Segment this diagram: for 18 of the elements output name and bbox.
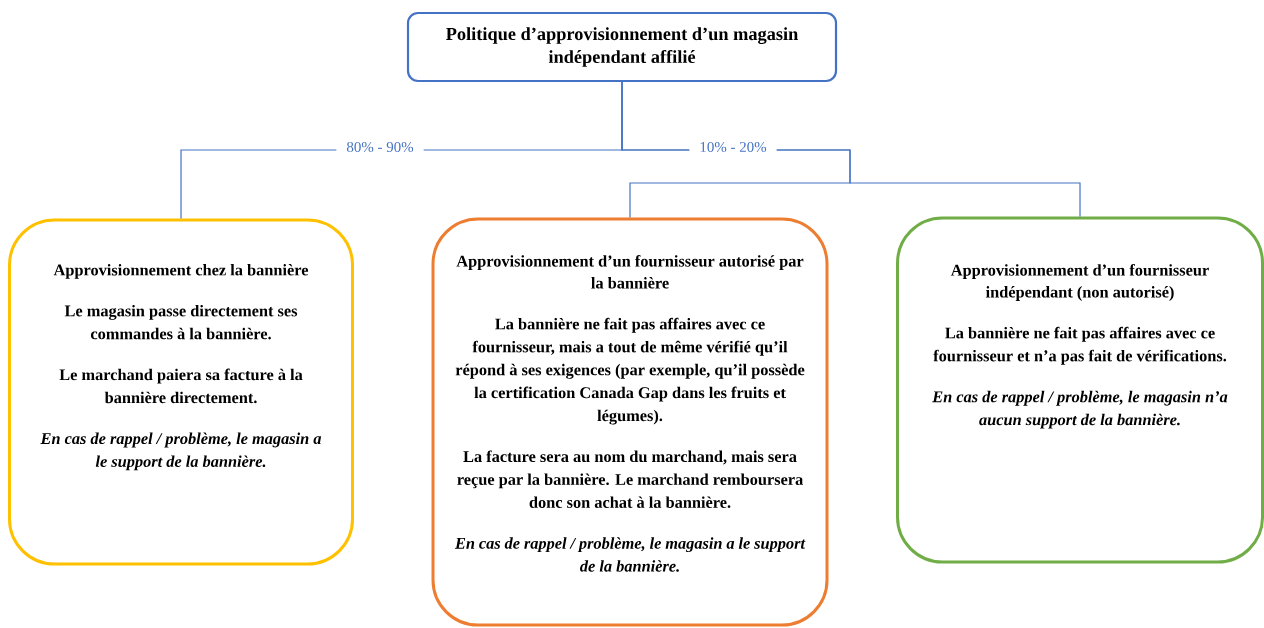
branch-box	[431, 217, 829, 627]
box-heading: Approvisionnement d’un fournisseur autorisé par la bannière	[456, 255, 804, 289]
box-text: La bannière ne fait pas affaires avec ce fournisseur, mais a tout de même vérifié qu’il répond à ses exigences (par exemple, qu’il possède la certification Canada Gap dans les fruits et légumes).	[455, 317, 805, 425]
branch-box	[8, 218, 354, 566]
note-text: En cas de rappel / problème, le magasin n’a aucun support de la bannière.	[932, 390, 1228, 429]
title-text: Politique d’approvisionnement d’un magasin indépendant affilié	[446, 27, 799, 67]
box-text: La bannière ne fait pas affaires avec ce fournisseur et n’a pas fait de vérifications.	[933, 326, 1227, 365]
edge-label: 80% - 90%	[336, 137, 424, 157]
box-text: Le magasin passe directement ses commandes à la bannière.	[64, 304, 298, 340]
box-heading: Approvisionnement chez la bannière	[53, 264, 309, 279]
box-text: Le marchand paiera sa facture à la bannière directement.	[59, 368, 303, 404]
note-text: En cas de rappel / problème, le magasin a le support de la bannière.	[454, 537, 806, 572]
branch-box	[896, 216, 1264, 564]
note-text: En cas de rappel / problème, le magasin a le support de la bannière.	[40, 432, 322, 471]
box-heading: Approvisionnement d’un fournisseur indépendant (non autorisé)	[950, 264, 1209, 301]
title-box	[406, 11, 838, 83]
edge-label: 10% - 20%	[689, 137, 777, 157]
box-text: La facture sera au nom du marchand, mais sera reçue par la bannière. Le marchand remboursera donc son achat à la bannière.	[457, 450, 803, 508]
